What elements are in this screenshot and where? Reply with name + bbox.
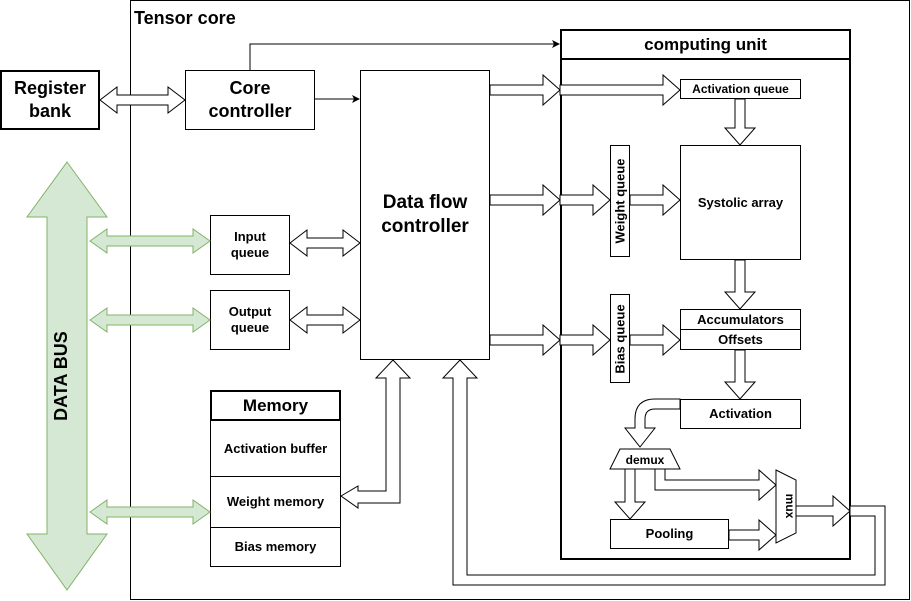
register-bank: Register bank [0, 70, 100, 130]
output-queue-label: Output queue [228, 304, 272, 335]
memory-item-label: Weight memory [226, 494, 325, 509]
core-controller: Core controller [185, 70, 315, 130]
mux-to-output-arrow [795, 494, 851, 528]
memory-bias-memory: Bias memory [210, 527, 341, 567]
register-core-arrow [99, 85, 186, 115]
data-bus-arrow [26, 161, 108, 591]
activation-queue-label: Activation queue [692, 82, 789, 96]
tensor-core-label: Tensor core [134, 8, 236, 28]
core-controller-label: Core controller [208, 78, 292, 121]
demux-to-pooling-arrow [613, 468, 647, 520]
computing-unit-title-box: computing unit [560, 29, 851, 60]
weight-memory-to-dataflow-arrow [340, 359, 412, 509]
data-bus-label: DATA BUS [51, 331, 71, 421]
pooling-to-mux-arrow [728, 518, 777, 552]
output-queue-dataflow-arrow [289, 305, 361, 335]
cu-to-activation-queue-arrow [559, 73, 681, 107]
bias-queue-to-accumulators-arrow [629, 323, 681, 357]
demux-shape [609, 448, 681, 470]
feedback-loop-arrow [441, 359, 886, 586]
demux-to-mux-arrow [654, 468, 777, 502]
bus-to-output-queue-arrow [89, 307, 211, 333]
dataflow-to-cu-arrow-2 [489, 183, 561, 217]
weight-queue-to-systolic-arrow [629, 183, 681, 217]
dataflow-to-cu-arrow-1 [489, 73, 561, 107]
offsets-to-activation-arrow [723, 349, 757, 400]
core-to-computing-line [249, 43, 554, 70]
bus-to-weight-memory-arrow [89, 499, 211, 525]
offsets-label: Offsets [718, 331, 763, 347]
activation-to-demux-arrow [623, 398, 681, 448]
demux-label: demux [626, 453, 665, 467]
cu-to-weight-queue-arrow [559, 183, 611, 217]
memory-item-label: Bias memory [234, 539, 317, 554]
core-to-computing-head [552, 40, 560, 48]
cu-to-bias-queue-arrow [559, 323, 611, 357]
accumulators-label: Accumulators [697, 311, 784, 327]
memory-title: Memory [242, 395, 309, 415]
input-queue-dataflow-arrow [289, 228, 361, 258]
activation-queue-to-systolic-arrow [723, 98, 757, 146]
input-queue: Input queue [210, 215, 290, 275]
input-queue-label: Input queue [230, 229, 270, 260]
memory-activation-buffer: Activation buffer [210, 420, 341, 477]
data-flow-controller-label: Data flow controller [381, 192, 469, 237]
memory-weight-memory: Weight memory [210, 476, 341, 528]
pooling: Pooling [610, 519, 729, 549]
dataflow-to-cu-arrow-3 [489, 323, 561, 357]
offsets: Offsets [680, 329, 801, 350]
core-to-dataflow-head [352, 95, 360, 103]
register-bank-label: Register bank [13, 78, 87, 121]
tensor-core-frame [130, 0, 910, 600]
bus-to-input-queue-arrow [89, 228, 211, 254]
memory-item-label: Activation buffer [223, 440, 328, 456]
activation: Activation [680, 399, 801, 429]
mux-shape [775, 469, 797, 544]
activation-queue: Activation queue [680, 79, 801, 99]
systolic-to-accumulators-arrow [723, 259, 757, 310]
activation-label: Activation [709, 406, 772, 421]
systolic-array-label: Systolic array [697, 194, 784, 210]
data-flow-controller: Data flow controller [360, 70, 490, 360]
mux-label: mux [783, 494, 797, 519]
computing-unit-title: computing unit [644, 34, 767, 54]
pooling-label: Pooling [645, 526, 694, 541]
